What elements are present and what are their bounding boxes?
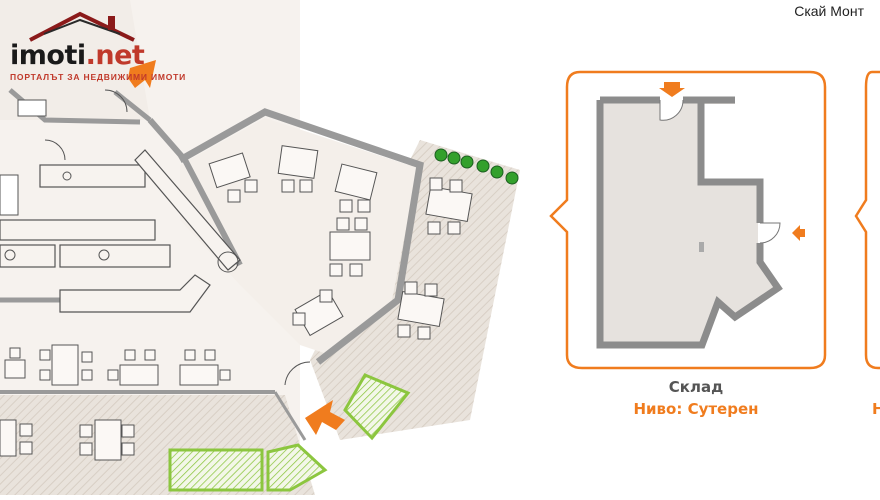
entrance-arrow-icon	[305, 400, 345, 435]
restaurant-plan	[0, 0, 520, 495]
logo-wordmark: imoti.net	[10, 40, 145, 71]
entrance-arrow-icon	[659, 82, 685, 97]
next-plan-card	[854, 70, 880, 370]
plan-caption-level: Ниво: Сутерен	[633, 400, 759, 418]
entrance-arrow-icon	[128, 60, 156, 88]
brand-label: Скай Монт	[794, 3, 864, 19]
plan-caption-title: Склад	[668, 378, 724, 396]
logo-tagline: ПОРТАЛЪТ ЗА НЕДВИЖИМИ ИМОТИ	[10, 72, 187, 82]
next-plan-caption-edge: Н	[872, 400, 880, 418]
storage-plan-card	[549, 70, 827, 370]
entrance-arrow-icon	[792, 225, 805, 241]
site-logo[interactable]: imoti.net ПОРТАЛЪТ ЗА НЕДВИЖИМИ ИМОТИ	[8, 10, 185, 90]
house-roof-icon	[29, 11, 135, 42]
